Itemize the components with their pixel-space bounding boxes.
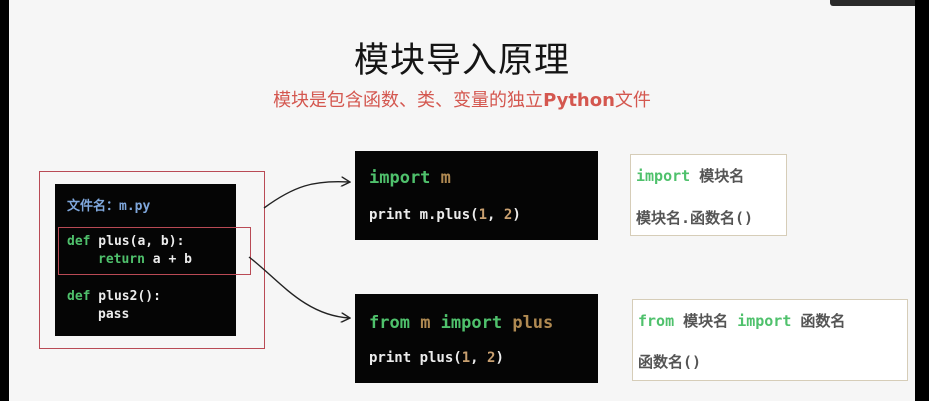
arrow-to-from-import (248, 256, 349, 318)
code-line-return: return a + b (98, 252, 192, 267)
subtitle-text: 模块是包含函数、类、变量的独立 (273, 90, 544, 111)
arrow-to-import (263, 182, 349, 209)
import-example-code-block: import m print m.plus(1, 2) (355, 151, 598, 240)
from-usage-line: 函数名() (638, 353, 702, 371)
code-line-pass: pass (98, 307, 130, 322)
from-import-statement: from m import plus (369, 313, 554, 333)
from-import-syntax-line: from 模块名 import 函数名 (638, 312, 846, 330)
page-subtitle: 模块是包含函数、类、变量的独立Python文件 (9, 86, 915, 112)
arrows-layer (248, 0, 915, 401)
from-import-syntax-callout: from 模块名 import 函数名 函数名() (632, 299, 908, 381)
file-name-label: 文件名：m.py (67, 199, 151, 214)
page-title: 模块导入原理 (353, 41, 570, 81)
from-import-call-line: print plus(1, 2) (369, 350, 504, 366)
source-file-code-block: 文件名：m.py def plus(a, b): return a + b de… (55, 184, 236, 336)
import-syntax-callout: import 模块名 模块名.函数名() (630, 154, 787, 236)
import-syntax-line: import 模块名 (636, 167, 745, 185)
source-file-frame (39, 171, 265, 349)
code-line-def-plus2: def plus2(): (67, 289, 161, 304)
import-call-line: print m.plus(1, 2) (369, 207, 521, 223)
from-import-example-code-block: from m import plus print plus(1, 2) (355, 294, 598, 383)
function-highlight-frame (58, 227, 251, 275)
code-line-def-plus: def plus(a, b): (67, 234, 185, 249)
corner-watermark (830, 0, 915, 6)
subtitle-suffix: 文件 (614, 90, 651, 111)
slide: 模块导入原理 模块是包含函数、类、变量的独立Python文件 文件名：m.py … (9, 0, 915, 401)
import-statement: import m (369, 168, 451, 188)
import-usage-line: 模块名.函数名() (636, 209, 754, 227)
subtitle-bold-text: Python (543, 90, 615, 111)
